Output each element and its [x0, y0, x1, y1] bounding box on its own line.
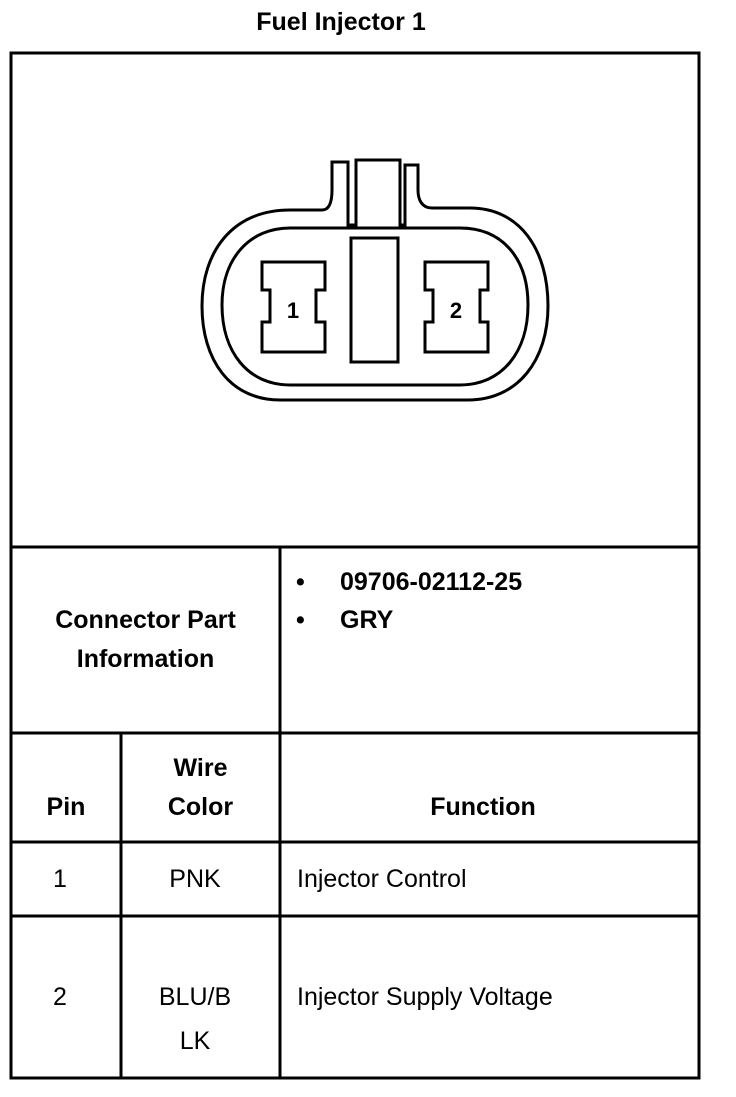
pin-2-cavity: [423, 260, 490, 354]
table-row-1-color: PNK: [169, 865, 221, 893]
list-item: • 09706-02112-25: [290, 563, 522, 601]
part-info-label-line2: Information: [76, 645, 215, 673]
table-row-1-function: Injector Control: [297, 864, 467, 893]
table-row-2-color: BLU/B LK: [158, 983, 232, 1055]
table-row-2-pin: 2: [53, 983, 67, 1011]
bullet-icon: •: [296, 605, 305, 634]
pin-2-label: 2: [450, 298, 462, 323]
part-info-list: • 09706-02112-25 • GRY: [290, 563, 522, 639]
header-pin: Pin: [46, 792, 86, 821]
header-wire-color: Wire Color: [167, 754, 234, 821]
table-row-1-pin: 1: [53, 865, 67, 893]
table-row-2-function: Injector Supply Voltage: [297, 982, 553, 1011]
diagram-title: Fuel Injector 1: [256, 8, 426, 36]
bullet-icon: •: [296, 567, 305, 596]
part-info-label: Connector Part Information: [12, 548, 279, 732]
part-number: 09706-02112-25: [340, 567, 523, 596]
pin-1-label: 1: [287, 298, 299, 323]
pin-1-cavity: [260, 260, 327, 354]
connector-center-key: [349, 236, 400, 364]
list-item: • GRY: [290, 601, 522, 639]
connector-color: GRY: [340, 605, 394, 634]
header-function: Function: [430, 792, 536, 821]
part-info-label-line1: Connector Part: [55, 606, 236, 634]
